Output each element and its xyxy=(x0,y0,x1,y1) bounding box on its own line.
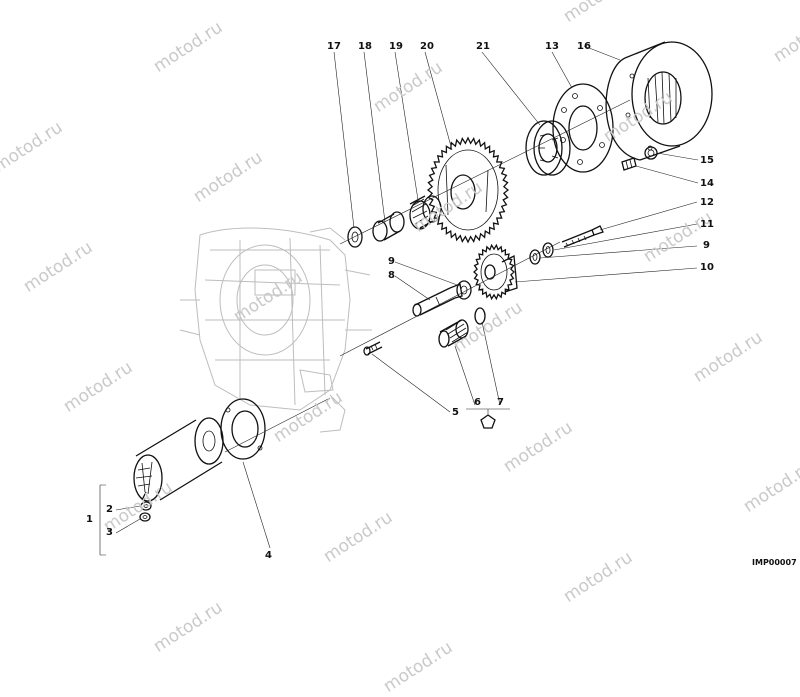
callout-5: 5 xyxy=(452,407,459,418)
part-7-circlip xyxy=(474,307,486,325)
part-13-disc xyxy=(552,83,614,173)
callout-9-left: 9 xyxy=(388,256,395,267)
callout-14: 14 xyxy=(700,178,714,189)
part-3-washer xyxy=(139,512,151,522)
part-9-washer-upper xyxy=(529,249,541,265)
callout-10: 10 xyxy=(700,262,714,273)
part-6-pinion xyxy=(438,319,469,348)
callout-20: 20 xyxy=(420,41,434,52)
callout-15: 15 xyxy=(700,155,714,166)
part-12-bolt xyxy=(561,225,604,248)
leader-lines xyxy=(99,45,699,556)
callout-12: 12 xyxy=(700,197,714,208)
part-18-bushing xyxy=(372,211,405,242)
part-14-bush xyxy=(621,157,637,171)
callout-21: 21 xyxy=(476,41,490,52)
callout-19: 19 xyxy=(389,41,403,52)
watermark-text: motod.ru xyxy=(150,597,227,657)
part-2-nut xyxy=(140,501,152,511)
watermark-text: motod.ru xyxy=(380,637,457,697)
part-20-idler-gear xyxy=(426,136,510,244)
part-8-shaft xyxy=(412,283,463,317)
callout-18: 18 xyxy=(358,41,372,52)
pentagon-symbol xyxy=(480,414,496,429)
part-15-pin xyxy=(644,146,658,160)
engine-block-ghost xyxy=(179,227,372,433)
part-16-flywheel xyxy=(605,41,713,161)
diagram-drawing xyxy=(99,41,713,556)
part-1-starter-motor xyxy=(133,417,224,502)
callout-11: 11 xyxy=(700,219,714,230)
part-9-washer-lower xyxy=(456,280,472,300)
callout-1: 1 xyxy=(86,514,93,525)
part-10-intermediate-gear xyxy=(473,243,518,301)
part-17-washer xyxy=(347,226,363,248)
callout-16: 16 xyxy=(577,41,591,52)
part-11-washer xyxy=(542,242,554,258)
callout-13: 13 xyxy=(545,41,559,52)
callout-6: 6 xyxy=(474,397,481,408)
part-4-gasket xyxy=(220,398,266,460)
part-5-screw xyxy=(363,341,383,356)
callout-17: 17 xyxy=(327,41,341,52)
part-19-roller-cage xyxy=(409,195,442,230)
drawing-code: IMP00007 xyxy=(752,558,797,567)
callout-7: 7 xyxy=(497,397,504,408)
part-21-freewheel xyxy=(525,120,571,176)
callout-3: 3 xyxy=(106,527,113,538)
callout-4: 4 xyxy=(265,550,272,561)
callout-2: 2 xyxy=(106,504,113,515)
exploded-parts-diagram xyxy=(99,41,713,556)
axis-lines xyxy=(224,99,631,453)
callout-8: 8 xyxy=(388,270,395,281)
callout-9-right: 9 xyxy=(703,240,710,251)
